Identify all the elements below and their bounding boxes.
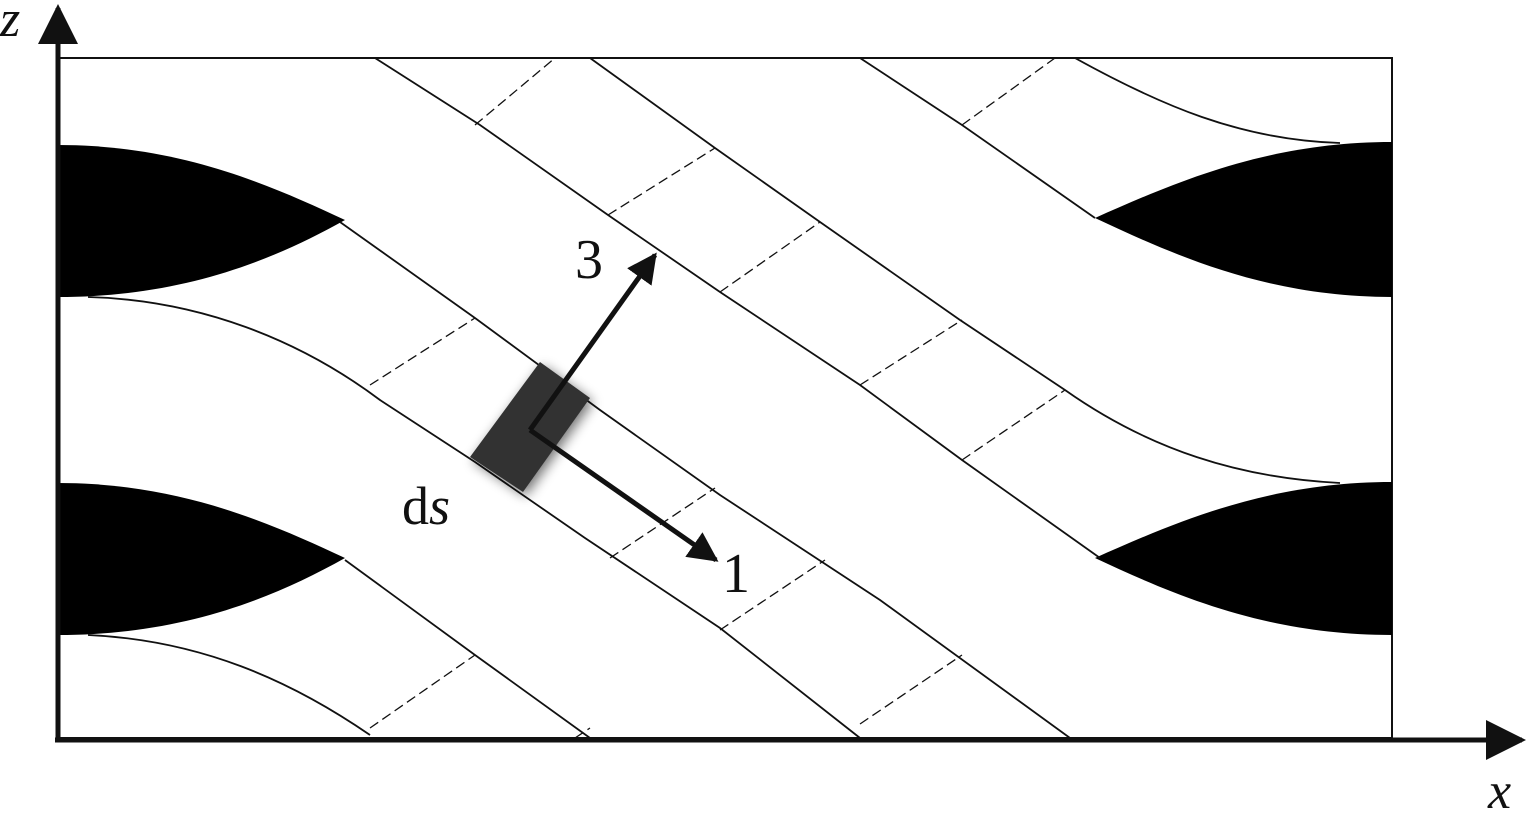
tow-boundary-1 [87, 296, 861, 739]
cross-line-7 [369, 317, 476, 386]
cross-line-2 [607, 147, 716, 216]
cross-line-4 [859, 319, 963, 386]
element-ds-label: ds [402, 476, 450, 536]
local-axis-1 [528, 427, 719, 563]
cross-line-1 [474, 57, 556, 126]
matrix-pocket-right-upper [1095, 142, 1392, 297]
z-axis-label: z [0, 0, 20, 48]
element-ds-label-d: d [402, 476, 429, 536]
x-axis-label: x [1487, 763, 1511, 814]
local-axis-3 [527, 252, 658, 432]
cross-line-10 [859, 654, 963, 725]
cross-line-12 [574, 727, 591, 739]
local-axis-3-label: 3 [575, 229, 603, 291]
local-axis-1-label: 1 [722, 543, 750, 605]
cross-line-6 [961, 57, 1056, 126]
cross-line-5 [961, 389, 1066, 461]
cross-line-3 [719, 221, 821, 293]
tow-boundary-7 [87, 634, 371, 736]
matrix-pocket-left-lower [58, 483, 345, 635]
tow-boundary-6 [1074, 57, 1341, 144]
matrix-pocket-right-lower [1095, 482, 1392, 635]
tow-boundary-2 [339, 221, 1071, 739]
unit-cell-frame [57, 57, 1393, 739]
cross-line-9 [719, 559, 826, 631]
matrix-pocket-left-upper [58, 145, 345, 297]
cross-line-11 [369, 654, 476, 729]
element-ds-label-s: s [429, 476, 450, 536]
